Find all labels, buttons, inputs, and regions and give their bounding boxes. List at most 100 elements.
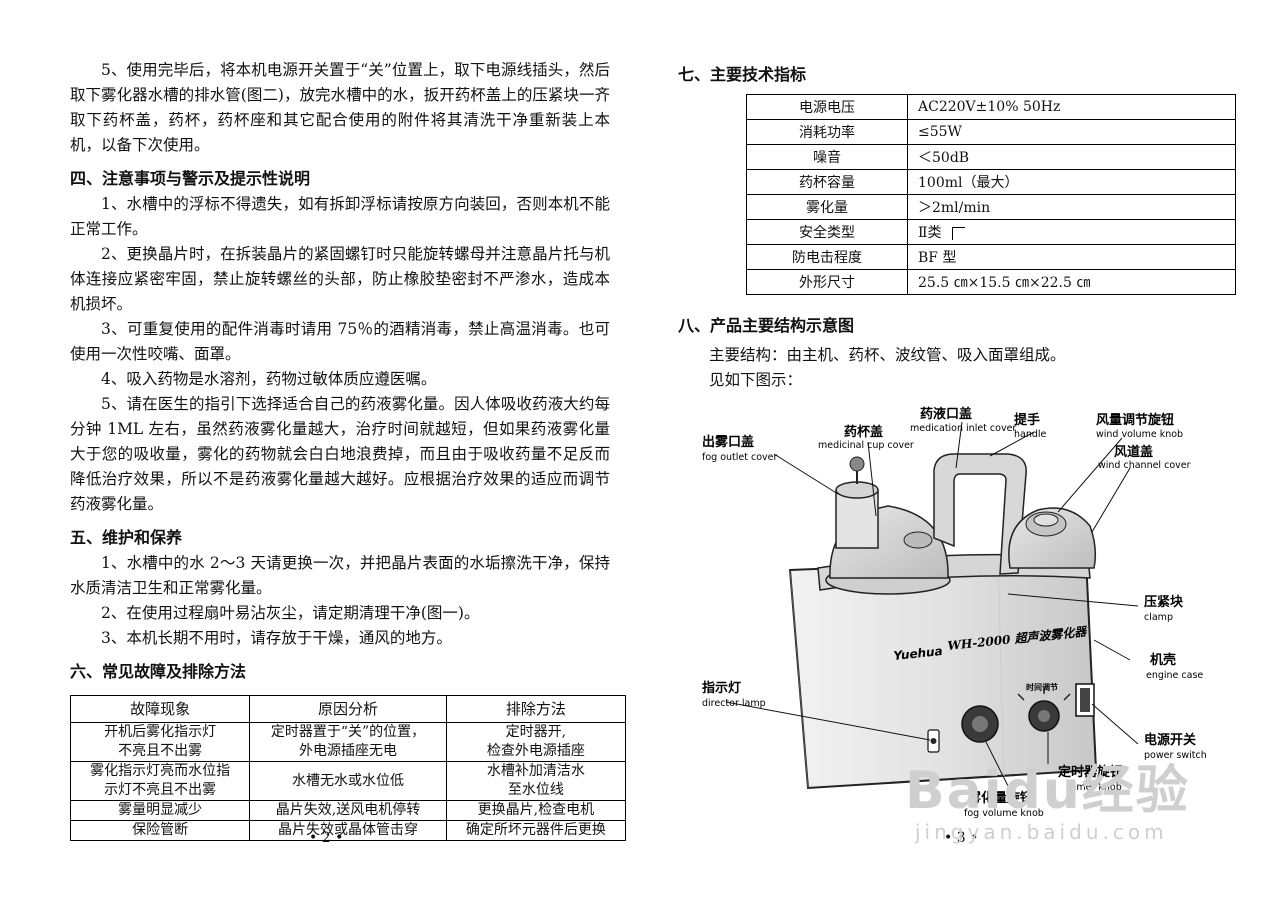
- svg-text:wind volume knob: wind volume knob: [1096, 429, 1183, 440]
- class-ii-symbol-icon: [951, 226, 965, 240]
- fault-cell-line: 外电源插座无电: [298, 743, 397, 759]
- svg-text:定时器旋钮: 定时器旋钮: [1057, 764, 1123, 780]
- svg-text:engine case: engine case: [1146, 670, 1203, 681]
- svg-text:电源开关: 电源开关: [1144, 732, 1196, 748]
- spec-value-text: ＜50dB: [918, 150, 970, 166]
- handle-shape: [933, 453, 1027, 575]
- fault-table-row: 保险管断 晶片失效或晶体管击穿 确定所坏元器件后更换: [69, 820, 627, 841]
- director-lamp-shape: [927, 729, 940, 753]
- fault-cell-line: 定时器置于“关”的位置，: [270, 724, 426, 740]
- spec-value-text: ＞2ml/min: [918, 200, 991, 216]
- label-power-switch: 电源开关 power switch: [1144, 732, 1207, 761]
- fault-cell-line: 至水位线: [507, 782, 564, 798]
- svg-text:药杯盖: 药杯盖: [844, 424, 883, 440]
- spec-key: 防电击程度: [746, 244, 908, 270]
- spec-value-text: 100ml（最大）: [918, 175, 1019, 191]
- fault-cell-line: 开机后雾化指示灯: [104, 724, 217, 740]
- fault-cell-line: 示灯不亮且不出雾: [104, 782, 217, 798]
- svg-text:提手: 提手: [1014, 412, 1040, 428]
- spec-value-text: AC220V±10% 50Hz: [918, 99, 1061, 115]
- section-5-title: 五、维护和保养: [70, 528, 183, 547]
- timer-knob-shape: [1017, 686, 1071, 732]
- svg-text:timer knob: timer knob: [1070, 782, 1122, 793]
- svg-text:handle: handle: [1014, 429, 1047, 440]
- label-inlet-cover: 药液口盖 medication inlet cover: [910, 406, 1016, 434]
- spec-value-text: Ⅱ类: [918, 225, 942, 241]
- label-wind-knob: 风量调节旋钮 wind volume knob: [1096, 412, 1183, 440]
- fault-cell-line: 雾量明显减少: [118, 802, 203, 818]
- paragraph-8-1: 主要结构：由主机、药杯、波纹管、吸入面罩组成。: [709, 346, 1066, 364]
- fault-cell-line: 检查外电源插座: [486, 743, 585, 759]
- fault-table-cell: 保险管断: [69, 820, 251, 841]
- leader-lines: [725, 421, 1139, 791]
- spec-value: ＞2ml/min: [907, 194, 1236, 220]
- spec-value: 100ml（最大）: [907, 169, 1236, 195]
- spec-value: BF 型: [907, 244, 1236, 270]
- spec-key: 噪音: [746, 144, 908, 170]
- spec-table-row: 消耗功率≤55W: [746, 119, 1236, 145]
- spec-table-row: 外形尺寸 25.5 ㎝×15.5 ㎝×22.5 ㎝: [746, 269, 1236, 295]
- section-4-title: 四、注意事项与警示及提示性说明: [70, 169, 311, 188]
- label-cup-cover: 药杯盖 medicinal cup cover: [818, 424, 914, 451]
- svg-text:雾化量旋钮: 雾化量旋钮: [967, 790, 1033, 806]
- svg-text:指示灯: 指示灯: [702, 680, 741, 696]
- svg-text:风道盖: 风道盖: [1114, 444, 1153, 460]
- label-handle: 提手 handle: [1014, 412, 1047, 440]
- spec-table-row: 药杯容量 100ml（最大）: [746, 169, 1236, 195]
- spec-key: 雾化量: [746, 194, 908, 220]
- paragraph-4-4: 4、吸入药物是水溶剂，药物过敏体质应遵医嘱。: [101, 370, 437, 388]
- spec-key: 药杯容量: [746, 169, 908, 195]
- page-number-left: • 2 •: [309, 830, 344, 846]
- svg-text:fog outlet cover: fog outlet cover: [702, 452, 777, 463]
- fault-cell-line: 晶片失效或晶体管击穿: [277, 822, 418, 838]
- fault-cell-line: 更换晶片,检查电机: [477, 802, 595, 818]
- fault-table-cell: 确定所坏元器件后更换: [445, 820, 627, 841]
- spec-key: 安全类型: [746, 219, 908, 245]
- fault-header-symptom: 故障现象: [69, 695, 251, 723]
- fault-header-remedy: 排除方法: [445, 695, 627, 723]
- paragraph-4-1: 1、水槽中的浮标不得遗失，如有拆卸浮标请按原方向装回，否则本机不能正常工作。: [70, 195, 610, 238]
- label-clamp: 压紧块 clamp: [1144, 594, 1184, 623]
- watermark-url: jingyan.baidu.com: [915, 820, 1168, 844]
- fault-table-cell: 水槽无水或水位低: [249, 761, 447, 801]
- paragraph-5-1: 1、水槽中的水 2～3 天请更换一次，并把晶片表面的水垢擦洗干净，保持水质清洁卫…: [70, 554, 610, 597]
- fault-cell-line: 雾化指示灯亮而水位指: [90, 763, 231, 779]
- svg-text:medication inlet cover: medication inlet cover: [910, 423, 1016, 434]
- svg-text:fog volume knob: fog volume knob: [964, 808, 1044, 819]
- spec-table-row: 雾化量 ＞2ml/min: [746, 194, 1236, 220]
- spec-table-row: 防电击程度 BF 型: [746, 244, 1236, 270]
- paragraph-4-3: 3、可重复使用的配件消毒时请用 75％的酒精消毒，禁止高温消毒。也可使用一次性咬…: [70, 320, 610, 363]
- fault-cell-line: 保险管断: [132, 822, 189, 838]
- fault-table-cell: 晶片失效,送风电机停转: [249, 800, 447, 821]
- label-fog-knob: 雾化量旋钮 fog volume knob: [964, 790, 1044, 819]
- fog-volume-knob-shape: [961, 705, 999, 743]
- fault-table-cell: 定时器开,检查外电源插座: [445, 722, 627, 762]
- svg-text:wind channel cover: wind channel cover: [1098, 460, 1191, 471]
- paragraph-cleanup: 5、使用完毕后，将本机电源开关置于“关”位置上，取下电源线插头，然后取下雾化器水…: [70, 61, 610, 154]
- fault-table-cell: 开机后雾化指示灯不亮且不出雾: [69, 722, 251, 762]
- spec-value-text: 25.5 ㎝×15.5 ㎝×22.5 ㎝: [918, 275, 1091, 291]
- fault-cell-line: 确定所坏元器件后更换: [465, 822, 606, 838]
- svg-text:power switch: power switch: [1144, 750, 1207, 761]
- paragraph-8-2: 见如下图示：: [709, 371, 803, 389]
- fault-cell-line: 水槽补加清洁水: [486, 763, 585, 779]
- watermark-logo: Baidu经验: [905, 761, 1190, 821]
- spec-table-row: 安全类型 Ⅱ类: [746, 219, 1236, 245]
- spec-value: ＜50dB: [907, 144, 1236, 170]
- svg-text:clamp: clamp: [1144, 612, 1173, 623]
- paragraph-4-2: 2、更换晶片时，在拆装晶片的紧固螺钉时只能旋转螺母并注意晶片托与机体连接应紧密牢…: [70, 245, 610, 313]
- svg-text:药液口盖: 药液口盖: [920, 406, 972, 422]
- fault-table-cell: 雾量明显减少: [69, 800, 251, 821]
- spec-key: 外形尺寸: [746, 269, 908, 295]
- spec-value-text: BF 型: [918, 250, 957, 266]
- svg-text:出雾口盖: 出雾口盖: [702, 434, 754, 450]
- spec-value: ≤55W: [907, 119, 1236, 145]
- left-page: 5、使用完毕后，将本机电源开关置于“关”位置上，取下电源线插头，然后取下雾化器水…: [69, 0, 627, 841]
- svg-text:medicinal cup cover: medicinal cup cover: [818, 440, 914, 451]
- paragraph-5-2: 2、在使用过程扇叶易沾灰尘，请定期清理干净(图一)。: [101, 604, 480, 622]
- spec-value: 25.5 ㎝×15.5 ㎝×22.5 ㎝: [907, 269, 1236, 295]
- fault-cell-line: 不亮且不出雾: [118, 743, 203, 759]
- svg-text:风量调节旋钮: 风量调节旋钮: [1096, 412, 1174, 428]
